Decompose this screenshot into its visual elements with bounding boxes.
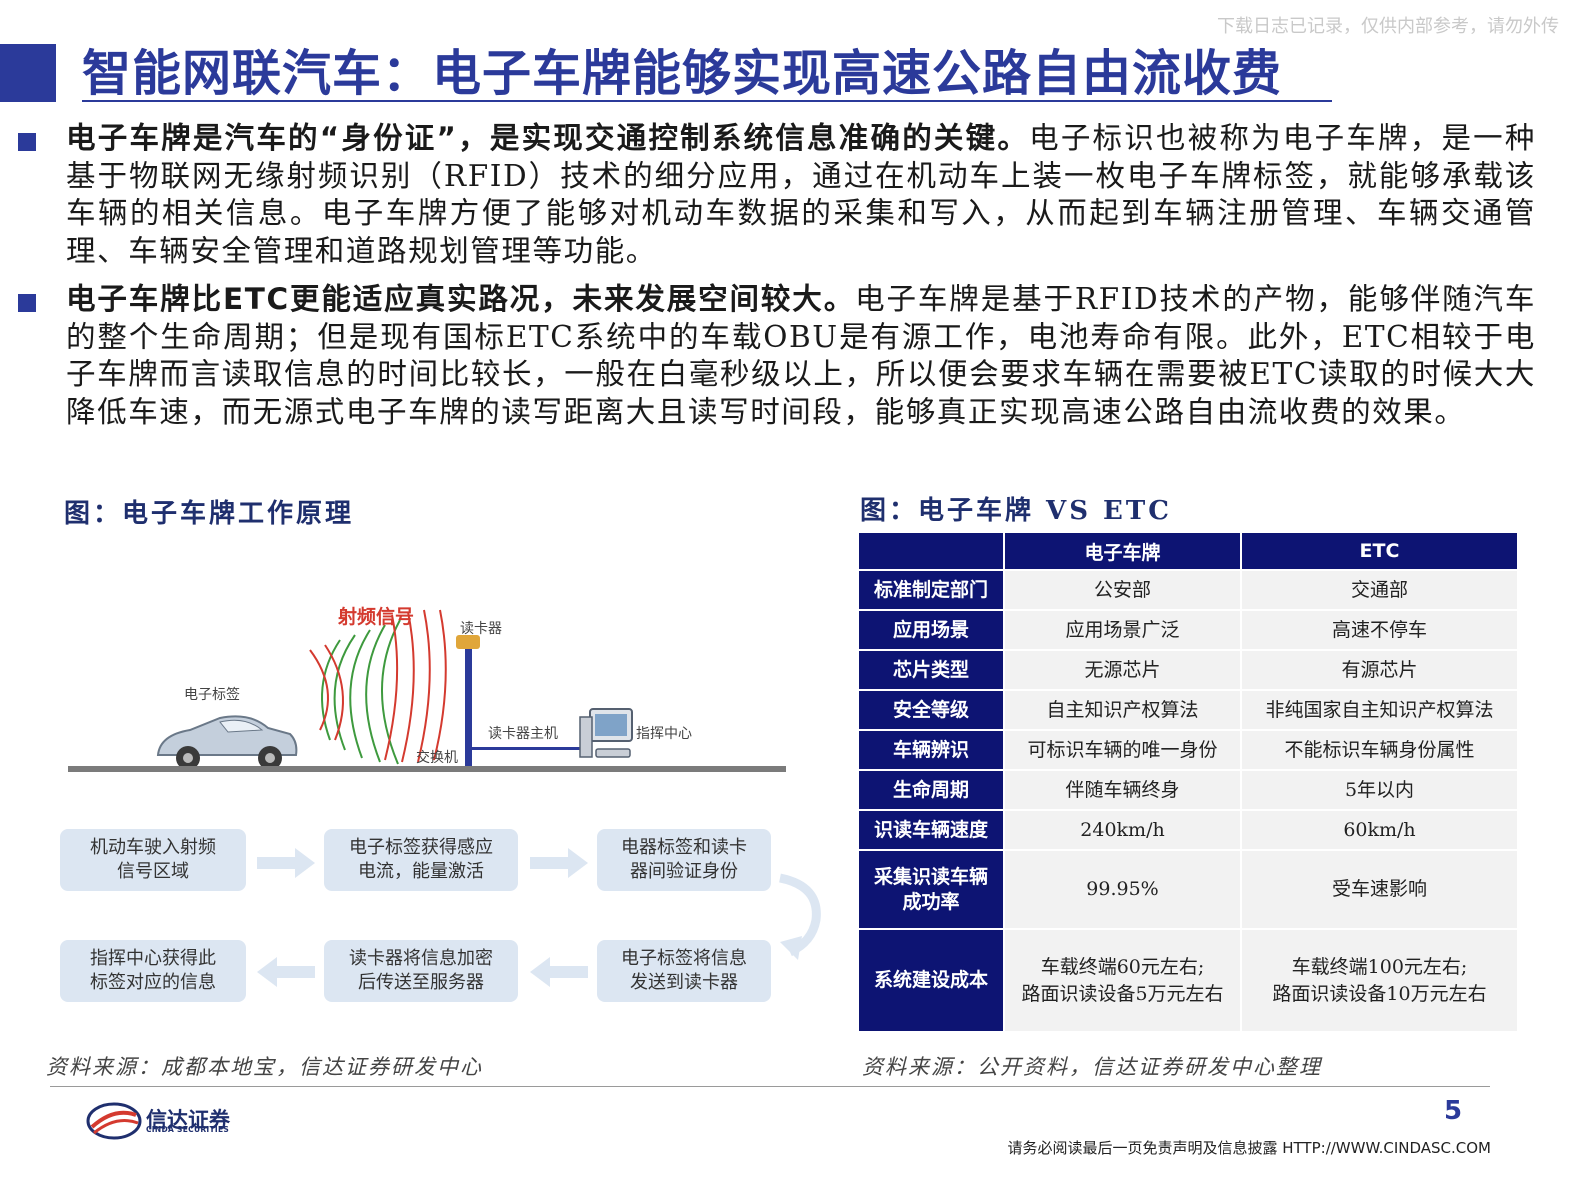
- table-cell: 公安部: [1003, 569, 1242, 611]
- table-cell: 自主知识产权算法: [1003, 689, 1242, 731]
- logo-text-en: CINDA SECURITIES: [146, 1125, 230, 1134]
- table-header-row: 电子车牌 ETC: [857, 531, 1519, 571]
- table-cell: 5年以内: [1240, 769, 1519, 811]
- arrow-curve-down-icon: [778, 873, 821, 960]
- table-row: 生命周期 伴随车辆终身 5年以内: [857, 769, 1519, 811]
- table-row: 标准制定部门 公安部 交通部: [857, 569, 1519, 611]
- table-cell: 不能标识车辆身份属性: [1240, 729, 1519, 771]
- flow-step-3: 电器标签和读卡 器间验证身份: [597, 829, 771, 891]
- reader-host-label: 读卡器主机: [488, 726, 558, 742]
- footer-disclaimer: 请务必阅读最后一页免责声明及信息披露 HTTP://WWW.CINDASC.CO…: [1007, 1139, 1491, 1157]
- table-cell: 有源芯片: [1240, 649, 1519, 691]
- rf-waves-illustration: [309, 609, 447, 765]
- table-cell: 高速不停车: [1240, 609, 1519, 651]
- table-header-cell: [857, 531, 1005, 571]
- table-cell: 伴随车辆终身: [1003, 769, 1242, 811]
- table-header-cell: 电子车牌: [1003, 531, 1242, 571]
- comparison-table: 电子车牌 ETC 标准制定部门 公安部 交通部 应用场景 应用场景广泛 高速不停…: [857, 531, 1519, 1033]
- paragraph-2-lead: 电子车牌比ETC更能适应真实路况，未来发展空间较大。: [66, 282, 856, 316]
- cable-line: [472, 747, 592, 750]
- table-cell: 无源芯片: [1003, 649, 1242, 691]
- figure-left-title: 图：电子车牌工作原理: [64, 499, 355, 529]
- table-cell: 240km/h: [1003, 809, 1242, 851]
- table-row: 应用场景 应用场景广泛 高速不停车: [857, 609, 1519, 651]
- road-ground: [68, 766, 786, 772]
- table-row: 系统建设成本 车载终端60元左右; 路面识读设备5万元左右 车载终端100元左右…: [857, 928, 1519, 1033]
- table-header-cell: ETC: [1240, 531, 1519, 571]
- paragraph-2: 电子车牌比ETC更能适应真实路况，未来发展空间较大。电子车牌是基于RFID技术的…: [66, 281, 1536, 431]
- paragraph-1-body: 电子标识也被称为电子车牌，是一种基于物联网无缘射频识别（RFID）技术的细分应用…: [66, 121, 1536, 268]
- table-row: 车辆辨识 可标识车辆的唯一身份 不能标识车辆身份属性: [857, 729, 1519, 771]
- bullet-icon: [18, 294, 36, 312]
- paragraph-2-body: 电子车牌是基于RFID技术的产物，能够伴随汽车的整个生命周期；但是现有国标ETC…: [66, 282, 1536, 429]
- flow-step-5: 读卡器将信息加密 后传送至服务器: [324, 940, 518, 1002]
- table-cell: 非纯国家自主知识产权算法: [1240, 689, 1519, 731]
- table-row: 安全等级 自主知识产权算法 非纯国家自主知识产权算法: [857, 689, 1519, 731]
- table-cell: 可标识车辆的唯一身份: [1003, 729, 1242, 771]
- tag-label: 电子标签: [184, 687, 240, 703]
- arrow-left-icon: [257, 957, 315, 987]
- flow-step-2: 电子标签获得感应 电流，能量激活: [324, 829, 518, 891]
- table-cell: 车载终端60元左右; 路面识读设备5万元左右: [1003, 928, 1242, 1033]
- table-cell: 应用场景广泛: [1003, 609, 1242, 651]
- table-row: 识读车辆速度 240km/h 60km/h: [857, 809, 1519, 851]
- row-label: 系统建设成本: [857, 928, 1005, 1033]
- row-label: 采集识读车辆 成功率: [857, 849, 1005, 930]
- reader-label: 读卡器: [460, 621, 502, 637]
- row-label: 应用场景: [857, 609, 1005, 651]
- footer-divider: [50, 1086, 1490, 1087]
- arrow-right-icon: [257, 848, 315, 878]
- logo-text-cn: 信达证券: [146, 1108, 230, 1132]
- arrow-right-icon: [530, 848, 588, 878]
- paragraph-1: 电子车牌是汽车的“身份证”，是实现交通控制系统信息准确的关键。电子标识也被称为电…: [66, 120, 1536, 270]
- table-row: 采集识读车辆 成功率 99.95% 受车速影响: [857, 849, 1519, 930]
- title-underline: [82, 100, 1332, 102]
- row-label: 标准制定部门: [857, 569, 1005, 611]
- switch-label: 交换机: [416, 750, 458, 766]
- page-number: 5: [1444, 1096, 1463, 1126]
- reader-pole: [465, 642, 472, 768]
- row-label: 生命周期: [857, 769, 1005, 811]
- row-label: 识读车辆速度: [857, 809, 1005, 851]
- bullet-icon: [18, 133, 36, 151]
- arrow-left-icon: [530, 957, 588, 987]
- flow-step-6: 指挥中心获得此 标签对应的信息: [60, 940, 246, 1002]
- figure-right-title: 图：电子车牌 VS ETC: [860, 496, 1172, 526]
- watermark: 下载日志已记录，仅供内部参考，请勿外传: [1217, 16, 1559, 37]
- flow-step-4: 电子标签将信息 发送到读卡器: [597, 940, 771, 1002]
- car-icon: [156, 715, 298, 770]
- table-cell: 车载终端100元左右; 路面识读设备10万元左右: [1240, 928, 1519, 1033]
- figure-right-source: 资料来源：公开资料，信达证券研发中心整理: [862, 1055, 1322, 1079]
- row-label: 车辆辨识: [857, 729, 1005, 771]
- command-center-label: 指挥中心: [636, 726, 692, 742]
- title-accent-block: [0, 44, 56, 102]
- reader-antenna-icon: [456, 635, 480, 649]
- row-label: 芯片类型: [857, 649, 1005, 691]
- table-cell: 99.95%: [1003, 849, 1242, 930]
- figure-left-source: 资料来源：成都本地宝，信达证券研发中心: [46, 1055, 483, 1079]
- flow-step-1: 机动车驶入射频 信号区域: [60, 829, 246, 891]
- paragraph-1-lead: 电子车牌是汽车的“身份证”，是实现交通控制系统信息准确的关键。: [66, 121, 1030, 155]
- table-cell: 受车速影响: [1240, 849, 1519, 930]
- cinda-logo-icon: [86, 1102, 142, 1140]
- table-cell: 交通部: [1240, 569, 1519, 611]
- page-title: 智能网联汽车：电子车牌能够实现高速公路自由流收费: [82, 45, 1283, 102]
- rf-signal-label: 射频信号: [338, 606, 415, 628]
- computer-icon: [579, 708, 633, 758]
- table-row: 芯片类型 无源芯片 有源芯片: [857, 649, 1519, 691]
- row-label: 安全等级: [857, 689, 1005, 731]
- table-cell: 60km/h: [1240, 809, 1519, 851]
